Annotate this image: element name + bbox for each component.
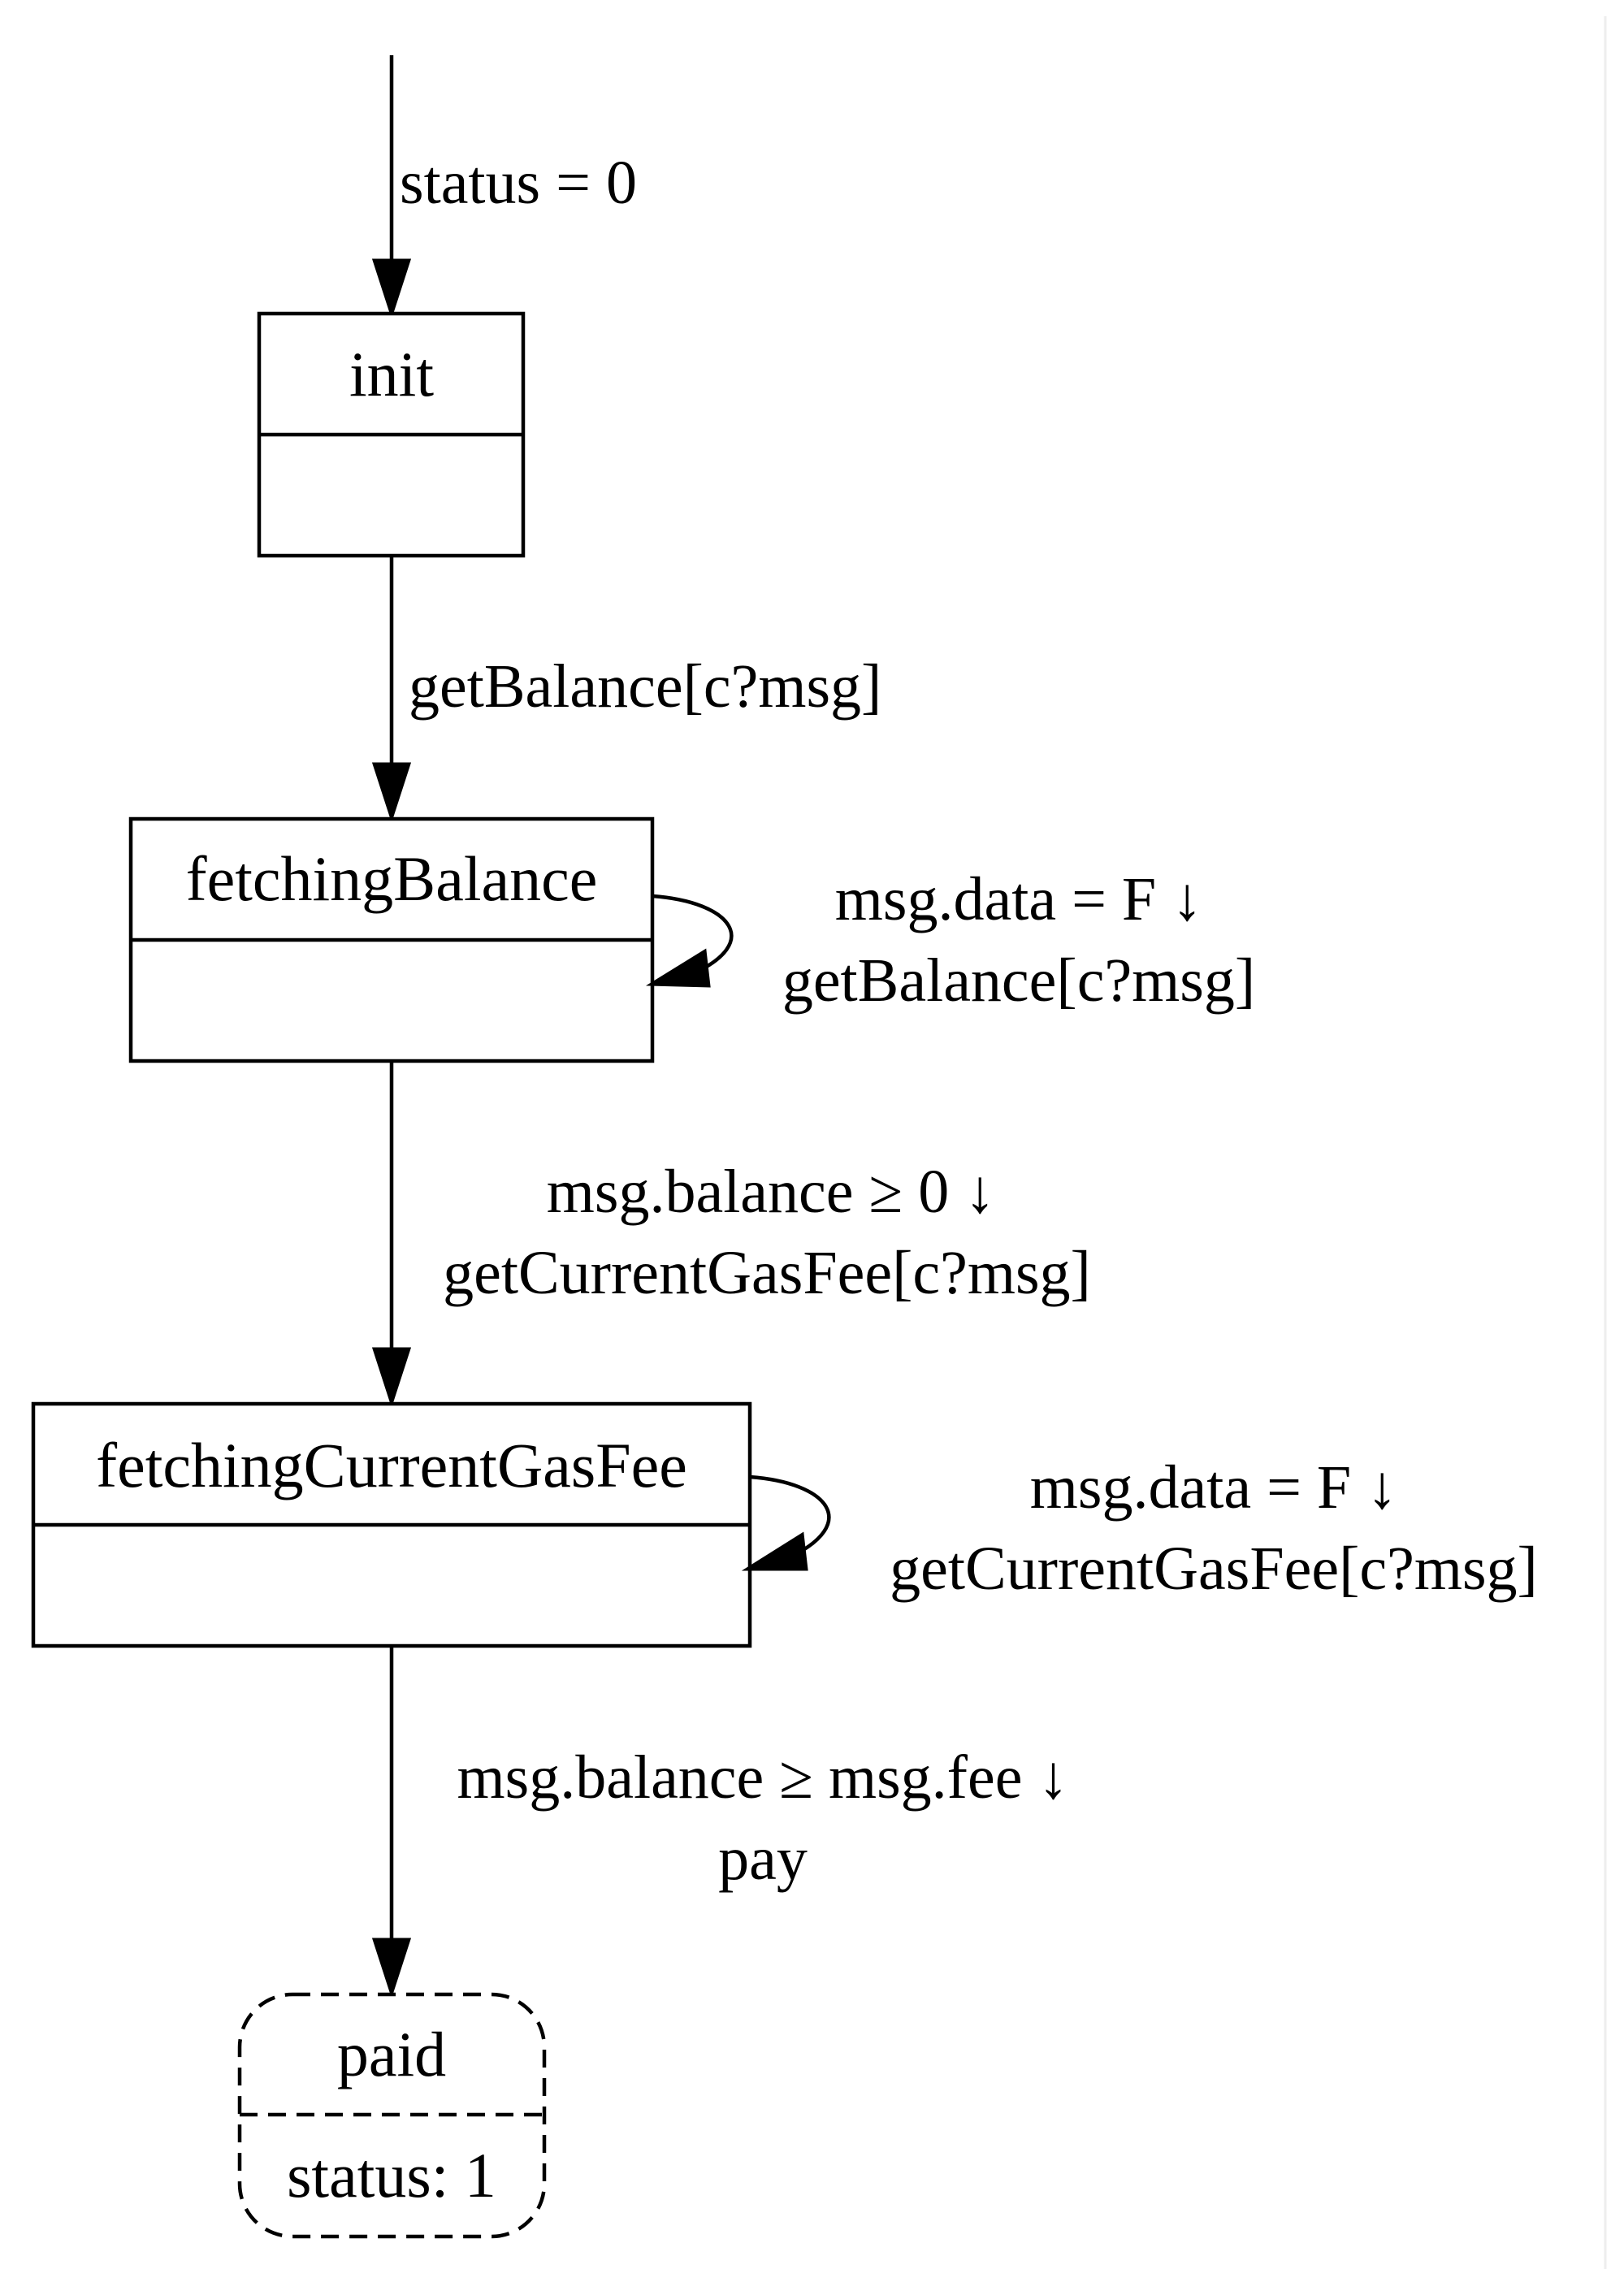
edge-balance-loop-label-line1: msg.data = F ↓: [835, 865, 1202, 933]
state-fetching-balance[interactable]: fetchingBalance: [128, 816, 655, 1063]
edge-balance-loop-label-line2: getBalance[c?msg]: [782, 946, 1255, 1015]
edge-gas-to-paid: msg.balance ≥ msg.fee ↓ pay: [371, 1646, 1069, 1998]
state-init-title: init: [349, 339, 434, 409]
edge-gas-to-paid-label-line2: pay: [718, 1825, 808, 1893]
edge-gas-loop-curve: [749, 1474, 831, 1561]
edge-start: status = 0: [371, 55, 637, 319]
edge-gas-to-paid-arrowhead: [371, 1938, 412, 1998]
edge-gas-loop-arrowhead: [741, 1531, 808, 1571]
state-paid-title: paid: [337, 2019, 446, 2089]
state-paid-body: status: 1: [287, 2140, 496, 2211]
edge-start-arrowhead: [371, 258, 412, 319]
edge-gas-to-paid-label-line1: msg.balance ≥ msg.fee ↓: [457, 1743, 1069, 1812]
edge-balance-to-gas-label-line2: getCurrentGasFee[c?msg]: [443, 1239, 1091, 1307]
edge-balance-to-gas: msg.balance ≥ 0 ↓ getCurrentGasFee[c?msg…: [371, 1061, 1091, 1408]
state-paid[interactable]: paid status: 1: [237, 1992, 547, 2239]
edge-init-to-balance-arrowhead: [371, 762, 412, 823]
edge-gas-loop-label-line2: getCurrentGasFee[c?msg]: [890, 1535, 1538, 1603]
edge-init-to-balance-label: getBalance[c?msg]: [409, 652, 881, 721]
edge-balance-to-gas-label-line1: msg.balance ≥ 0 ↓: [547, 1158, 995, 1226]
state-fetching-gas-fee-title: fetchingCurrentGasFee: [96, 1430, 687, 1500]
edge-start-label: status = 0: [400, 149, 637, 217]
state-fetching-balance-title: fetchingBalance: [186, 843, 598, 914]
edge-gas-loop-label-line1: msg.data = F ↓: [1030, 1453, 1397, 1522]
edge-balance-loop-curve: [652, 894, 734, 977]
edge-balance-loop: msg.data = F ↓ getBalance[c?msg]: [645, 865, 1255, 1015]
edge-balance-loop-arrowhead: [645, 948, 711, 988]
edge-init-to-balance: getBalance[c?msg]: [371, 556, 881, 823]
state-init[interactable]: init: [257, 311, 526, 558]
state-fetching-gas-fee[interactable]: fetchingCurrentGasFee: [31, 1401, 752, 1648]
edge-balance-to-gas-arrowhead: [371, 1347, 412, 1408]
edge-gas-loop: msg.data = F ↓ getCurrentGasFee[c?msg]: [741, 1453, 1538, 1603]
